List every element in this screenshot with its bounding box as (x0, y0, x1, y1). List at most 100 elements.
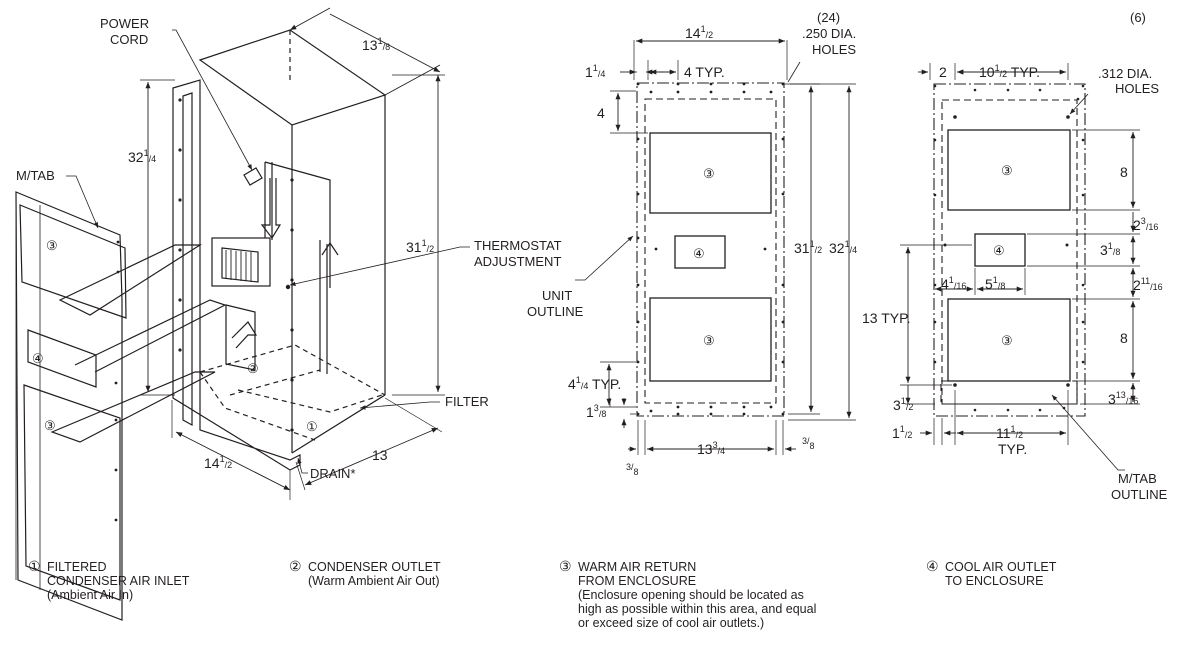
legend-text-1a: FILTERED (47, 560, 107, 574)
front-holes-dia: .250 DIA. (802, 26, 856, 41)
cutout-outlet (974, 233, 1026, 267)
m-tab-opening-outlet (27, 329, 97, 388)
dim-line-depth-top (290, 7, 440, 96)
front-dim-inner-height: 311/2 (794, 239, 822, 256)
front-holes-count: (24) (817, 10, 840, 25)
front-holes-label: HOLES (812, 42, 856, 57)
legend-num-1: ① (28, 558, 41, 574)
label-power-cord-2: CORD (110, 32, 148, 47)
label-thermostat-1: THERMOSTAT (474, 238, 562, 253)
dim-depth-bottom: 13 (372, 447, 388, 463)
legend-text-3b: FROM ENCLOSURE (578, 574, 697, 588)
iso-num-2: ② (247, 361, 259, 376)
dim-depth-top: 131/8 (362, 36, 390, 53)
return-opening-upper (649, 132, 772, 214)
m-tab-outline-rect (940, 380, 1078, 405)
dim-width-bottom: 141/2 (204, 454, 232, 471)
cutout-dim-left-gap: 2 (939, 64, 947, 80)
return-opening-lower (649, 297, 772, 382)
legend-num-4: ④ (926, 558, 939, 574)
cutout-dim-hole-span-typ: TYP. (998, 441, 1027, 457)
front-holes (636, 82, 785, 416)
legend-item-1: ① FILTERED CONDENSER AIR INLET (Ambient … (28, 558, 190, 602)
isometric-view (15, 7, 470, 621)
airflow-arrow-up (321, 241, 339, 256)
leader-drain (297, 457, 308, 474)
airflow-arrow-outlet (74, 299, 227, 373)
outlet-opening (674, 235, 726, 269)
leader-m-tab-outline (1051, 394, 1125, 471)
leader-thermostat (289, 246, 470, 286)
cutout-dim-outlet-h: 31/8 (1100, 241, 1120, 258)
thermostat-housing (211, 237, 271, 287)
airflow-arrow-down (260, 178, 282, 240)
legend-num-3: ③ (559, 558, 572, 574)
cutout-dim-hole-span: 111/2 (996, 424, 1023, 441)
front-unit-outline-1: UNIT (542, 288, 572, 303)
cutout-holes-label: HOLES (1115, 81, 1159, 96)
front-dim-vert-typ: 41/4 TYP. (568, 375, 621, 392)
cutout-dim-13typ: 13 TYP. (862, 310, 911, 326)
dim-height-right: 311/2 (406, 238, 434, 255)
airflow-arrow-outlet-curve (231, 321, 258, 349)
front-num-4: ④ (693, 246, 705, 261)
front-dim-outer-height: 321/4 (829, 239, 857, 256)
front-dim-top-gap: 4 (597, 105, 605, 121)
front-dim-eighth-left: 3/8 (626, 462, 639, 477)
cutout-view (900, 63, 1140, 471)
legend-text-1b: CONDENSER AIR INLET (47, 574, 190, 588)
mounting-flange (172, 79, 301, 471)
legend-text-3a: WARM AIR RETURN (578, 560, 697, 574)
legend-sub-3a: (Enclosure opening should be located as (578, 588, 804, 602)
legend-item-3: ③ WARM AIR RETURN FROM ENCLOSURE (Enclos… (559, 558, 817, 630)
dim-line-width-bottom (175, 431, 291, 491)
legend-text-2a: CONDENSER OUTLET (308, 560, 441, 574)
m-tab-opening-lower (23, 384, 121, 601)
cutout-holes-count: (6) (1130, 10, 1146, 25)
legend-text-4b: TO ENCLOSURE (945, 574, 1044, 588)
front-dim-eighth-right: 3/8 (802, 436, 815, 451)
cutout-dim-bottom-a: 31/2 (893, 396, 913, 413)
flange-holes (114, 98, 294, 522)
cutout-num-3-lower: ③ (1001, 333, 1013, 348)
m-tab-panel (15, 191, 123, 621)
front-view-labels: (24) .250 DIA. HOLES UNIT OUTLINE 141/2 … (527, 10, 857, 477)
front-dim-left-offset: 11/4 (585, 63, 605, 80)
cutout-num-3-upper: ③ (1001, 163, 1013, 178)
front-dim-typ-spacing: 4 TYP. (684, 64, 725, 80)
legend-sub-1: (Ambient Air In) (47, 588, 134, 602)
airflow-arrow-lower (50, 371, 216, 443)
leader-filter (359, 401, 440, 410)
cutout-dim-outlet-w: 51/8 (985, 275, 1005, 292)
power-cord-plug (243, 167, 263, 186)
cutout-dim-typ-spacing: 101/2 TYP. (979, 63, 1040, 80)
m-tab-opening-upper (19, 204, 127, 319)
cutout-holes (933, 84, 1085, 412)
dim-line-depth-bottom (304, 427, 439, 486)
isometric-labels: POWER CORD M/TAB THERMOSTAT ADJUSTMENT F… (16, 16, 562, 481)
dim-height-left: 321/4 (128, 148, 156, 165)
front-num-3-upper: ③ (703, 166, 715, 181)
iso-num-3-upper: ③ (46, 238, 58, 253)
legend-item-2: ② CONDENSER OUTLET (Warm Ambient Air Out… (289, 559, 441, 588)
cutout-dim-upper-height: 8 (1120, 164, 1128, 180)
cutout-outline-frame (933, 83, 1086, 417)
label-power-cord-1: POWER (100, 16, 149, 31)
cutout-dim-outlet-left: 41/16 (941, 275, 966, 292)
front-dim-width: 141/2 (685, 24, 713, 41)
iso-num-4: ④ (32, 351, 44, 366)
label-drain: DRAIN* (310, 466, 356, 481)
cutout-dim-gap-b: 211/16 (1133, 276, 1163, 293)
cutout-return-upper (947, 129, 1071, 211)
front-dim-bottom-width: 133/4 (697, 440, 725, 457)
cutout-dim-left-bottom: 11/2 (892, 424, 912, 441)
front-num-3-lower: ③ (703, 333, 715, 348)
legend-sub-3b: high as possible within this area, and e… (578, 602, 817, 616)
iso-num-1: ① (306, 419, 318, 434)
front-view (575, 38, 856, 455)
cabinet-top (198, 29, 387, 126)
leader-unit-outline (575, 235, 634, 281)
front-dim-bottom-gap: 13/8 (586, 403, 606, 420)
condenser-outlet-panel (225, 304, 256, 371)
